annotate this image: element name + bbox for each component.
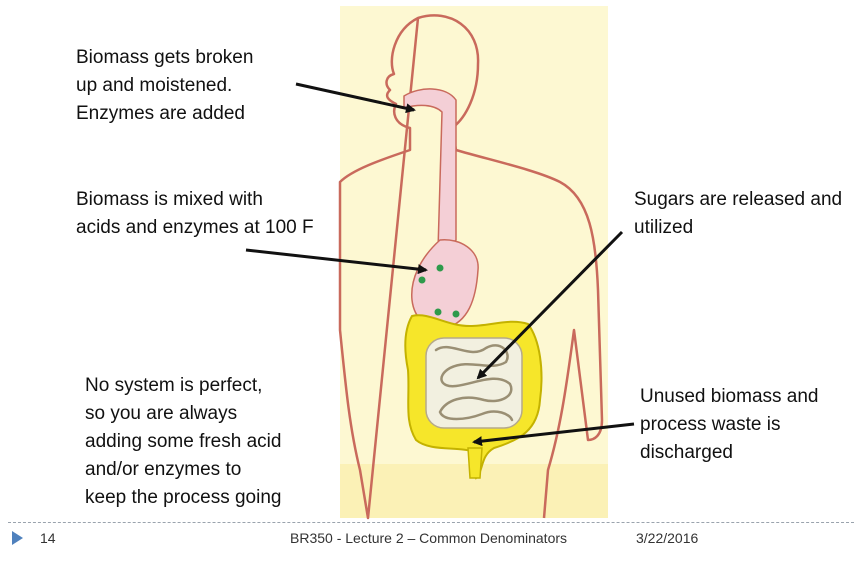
callout-system-note: No system is perfect, so you are always …: [85, 372, 281, 512]
footer-title: BR350 - Lecture 2 – Common Denominators: [290, 530, 567, 546]
rectum: [468, 448, 482, 478]
enzyme-dot: [453, 311, 460, 318]
enzyme-dot: [419, 277, 426, 284]
callout-mouth: Biomass gets broken up and moistened. En…: [76, 44, 253, 128]
slide-number: 14: [40, 530, 56, 546]
callout-small-intestine: Sugars are released and utilized: [634, 186, 842, 242]
footer-divider: [8, 522, 854, 523]
slide-footer: 14 BR350 - Lecture 2 – Common Denominato…: [0, 522, 862, 571]
play-triangle-icon: [12, 531, 23, 545]
enzyme-dot: [435, 309, 442, 316]
callout-stomach: Biomass is mixed with acids and enzymes …: [76, 186, 314, 242]
callout-waste: Unused biomass and process waste is disc…: [640, 383, 819, 467]
footer-date: 3/22/2016: [636, 530, 698, 546]
enzyme-dot: [437, 265, 444, 272]
